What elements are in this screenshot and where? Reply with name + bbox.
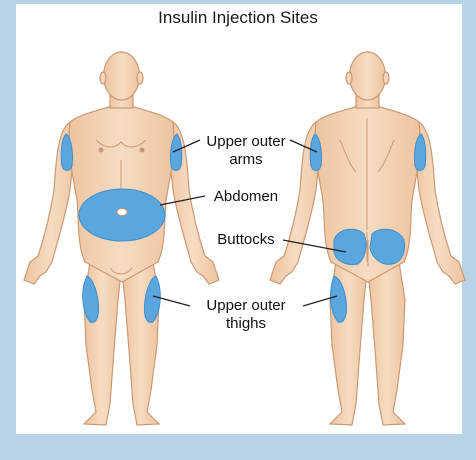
label-upper-outer-thighs: Upper outer thighs [190,297,302,333]
label-upper-outer-arms-line1: Upper outer [194,133,298,151]
label-upper-outer-thighs-line2: thighs [190,315,302,333]
label-upper-outer-thighs-line1: Upper outer [190,297,302,315]
navel-icon [117,209,127,216]
label-upper-outer-arms: Upper outer arms [194,133,298,169]
label-buttocks: Buttocks [209,231,283,249]
label-abdomen: Abdomen [207,188,285,206]
site-left-buttock [334,229,366,264]
label-upper-outer-arms-line2: arms [194,151,298,169]
